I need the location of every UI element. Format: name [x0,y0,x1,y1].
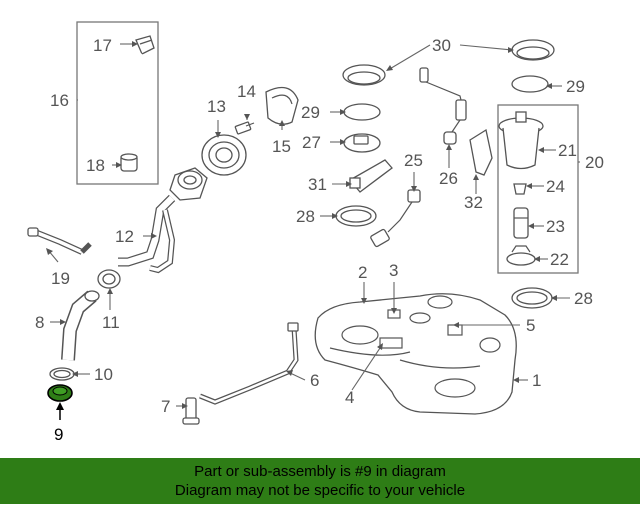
part-32-bracket [469,128,493,176]
part-1-fuel-tank [314,293,517,415]
part-14-bolt [234,121,255,135]
callout-27: 27 [302,133,321,152]
part-29-gasket-right [511,75,549,93]
parts-diagram: 17 16 18 12 19 13 14 15 11 8 10 9 7 6 1 … [27,21,604,444]
callout-28-right: 28 [574,289,593,308]
callout-26: 26 [439,169,458,188]
callout-1: 1 [532,371,541,390]
part-31-bracket [349,159,393,193]
callout-6: 6 [310,371,319,390]
part-25-level-sensor [370,189,421,248]
callout-8: 8 [35,313,44,332]
part-7-bolt [182,397,200,425]
callout-11: 11 [102,313,120,332]
part-19-vent-line [27,227,92,255]
callout-25: 25 [404,151,423,170]
part-21-fuel-pump-module [498,111,544,170]
callout-5: 5 [526,316,535,335]
callout-30: 30 [432,36,451,55]
callout-28-left: 28 [296,207,315,226]
part-6-strap [199,322,299,405]
part-17-hose-cap [135,35,155,55]
group-box-20 [497,104,579,274]
callout-10: 10 [94,365,113,384]
banner-line-2: Diagram may not be specific to your vehi… [174,482,466,499]
callout-18: 18 [86,156,105,175]
callout-9-highlighted: 9 [54,425,63,444]
callout-16: 16 [50,91,69,110]
part-24-filter-cap [513,183,527,195]
callout-21: 21 [558,141,577,160]
info-banner: Part or sub-assembly is #9 in diagram Di… [0,458,640,504]
callout-31: 31 [308,175,327,194]
part-27-sender-plate [343,133,381,153]
callout-22: 22 [550,250,569,269]
callout-29-right: 29 [566,77,585,96]
callout-15: 15 [272,137,291,156]
callout-2: 2 [358,263,367,282]
callout-3: 3 [389,261,398,280]
banner-line-1: Part or sub-assembly is #9 in diagram [194,463,446,480]
part-29-gasket-left [343,103,381,121]
part-8-hose [61,290,100,361]
callout-14: 14 [237,82,256,101]
part-23-pump [513,207,529,239]
leader-lines [46,41,580,420]
part-12-filler-neck [118,167,208,274]
part-22-strainer [506,245,536,266]
part-18-clamp [120,153,138,172]
part-15-filler-door [265,86,299,125]
part-10-clamp [49,367,75,381]
part-9-seal-highlighted[interactable] [47,384,73,402]
part-11-clamp [97,269,121,289]
callout-20: 20 [585,153,604,172]
part-26-sender-float [419,67,467,145]
callout-29-left: 29 [301,103,320,122]
callout-13: 13 [207,97,226,116]
group-box-16 [76,21,159,185]
callout-19: 19 [51,269,70,288]
callout-7: 7 [161,397,170,416]
part-30-lock-rings [342,39,555,86]
callout-32: 32 [464,193,483,212]
callout-12: 12 [115,227,134,246]
callout-17: 17 [93,36,112,55]
part-13-filler-housing [201,134,247,176]
callout-24: 24 [546,177,565,196]
callout-23: 23 [546,217,565,236]
callout-4: 4 [345,388,354,407]
